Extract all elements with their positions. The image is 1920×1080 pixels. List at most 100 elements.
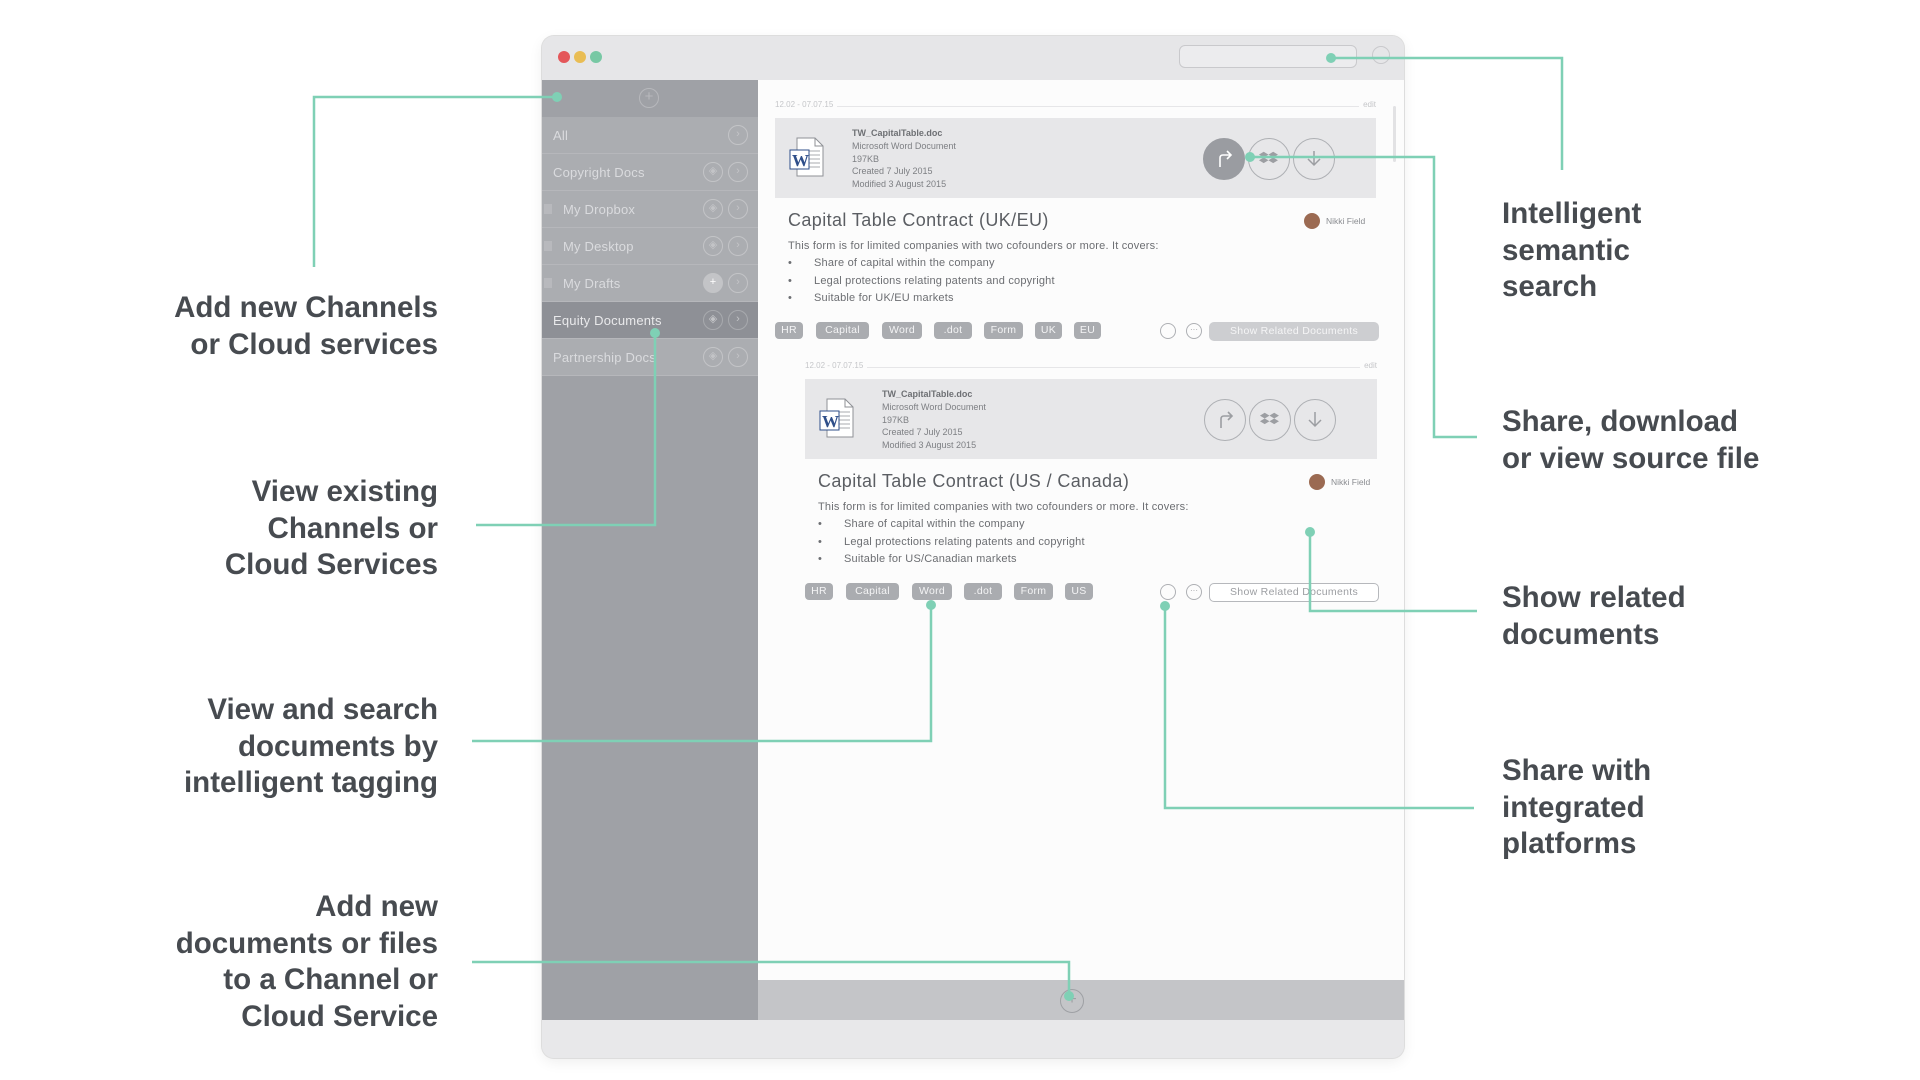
date-range: 12.02 - 07.07.15 bbox=[805, 361, 868, 370]
titlebar-circle-button[interactable] bbox=[1372, 46, 1390, 64]
download-button[interactable] bbox=[1294, 399, 1336, 441]
sidebar-item-all[interactable]: All › bbox=[542, 117, 758, 154]
document-title[interactable]: Capital Table Contract (US / Canada) bbox=[818, 471, 1130, 491]
file-created: Created 7 July 2015 bbox=[852, 166, 933, 177]
svg-text:W: W bbox=[792, 151, 809, 170]
dropbox-circle-icon[interactable]: ◈ bbox=[703, 236, 723, 256]
dropbox-circle-icon[interactable]: ◈ bbox=[703, 199, 723, 219]
show-related-documents-button[interactable]: Show Related Documents bbox=[1209, 322, 1379, 341]
file-info: TW_CapitalTable.doc Microsoft Word Docum… bbox=[882, 388, 986, 452]
show-related-documents-button[interactable]: Show Related Documents bbox=[1209, 583, 1379, 602]
dropbox-circle-icon[interactable]: ◈ bbox=[703, 162, 723, 182]
callout-integrated: Share with integrated platforms bbox=[1502, 754, 1652, 860]
sub-item-marker bbox=[544, 204, 552, 214]
tag-uk[interactable]: UK bbox=[1035, 322, 1062, 339]
arrow-circle-icon[interactable]: › bbox=[728, 199, 748, 219]
word-document-icon: W bbox=[819, 398, 854, 438]
arrow-circle-icon[interactable]: › bbox=[728, 236, 748, 256]
tag-form[interactable]: Form bbox=[984, 322, 1023, 339]
zoom-dot[interactable] bbox=[590, 51, 602, 63]
sidebar-item-copyright-docs[interactable]: Copyright Docs ◈ › bbox=[542, 154, 758, 191]
connector-add-channels bbox=[312, 95, 557, 267]
sidebar-header: + bbox=[542, 80, 758, 115]
close-dot[interactable] bbox=[558, 51, 570, 63]
title-bar bbox=[542, 36, 1404, 80]
document-bullets: Share of capital within the company Lega… bbox=[818, 516, 1085, 569]
sidebar-item-partnership-docs[interactable]: Partnership Docs ◈ › bbox=[542, 339, 758, 376]
tag-form[interactable]: Form bbox=[1014, 583, 1053, 600]
share-button[interactable] bbox=[1204, 399, 1246, 441]
sidebar-item-label: All bbox=[553, 128, 569, 143]
file-size: 197KB bbox=[852, 153, 880, 164]
file-modified: Modified 3 August 2015 bbox=[882, 440, 977, 451]
dropbox-button[interactable] bbox=[1249, 399, 1291, 441]
document-bullets: Share of capital within the company Lega… bbox=[788, 255, 1055, 308]
app-window: + All › Copyright Docs ◈ › My Dropbox ◈ … bbox=[542, 36, 1404, 1058]
share-button[interactable] bbox=[1203, 138, 1245, 180]
tag-us[interactable]: US bbox=[1065, 583, 1093, 600]
author-name: Nikki Field bbox=[1326, 216, 1366, 226]
tag-capital[interactable]: Capital bbox=[816, 322, 869, 339]
tag-eu[interactable]: EU bbox=[1074, 322, 1101, 339]
sidebar-item-equity-documents[interactable]: Equity Documents ◈ › bbox=[542, 302, 758, 339]
edit-link[interactable]: edit bbox=[1359, 100, 1376, 109]
tag-hr[interactable]: HR bbox=[775, 322, 803, 339]
sidebar-item-label: Equity Documents bbox=[553, 313, 662, 328]
search-input[interactable] bbox=[1179, 45, 1357, 68]
date-range: 12.02 - 07.07.15 bbox=[775, 100, 838, 109]
bullet-item: Legal protections relating patents and c… bbox=[818, 534, 1085, 552]
dropbox-icon bbox=[1258, 151, 1278, 164]
file-modified: Modified 3 August 2015 bbox=[852, 179, 947, 190]
author-name: Nikki Field bbox=[1331, 477, 1371, 487]
file-info: TW_CapitalTable.doc Microsoft Word Docum… bbox=[852, 127, 956, 191]
dropbox-button[interactable] bbox=[1248, 138, 1290, 180]
callout-semantic-search: Intelligent semantic search bbox=[1502, 197, 1642, 303]
add-channel-button[interactable]: + bbox=[639, 88, 659, 108]
file-name: TW_CapitalTable.doc bbox=[882, 389, 973, 399]
arrow-circle-icon[interactable]: › bbox=[728, 125, 748, 145]
download-button[interactable] bbox=[1293, 138, 1335, 180]
callout-add-channels: Add new Channels or Cloud services bbox=[174, 291, 438, 361]
tag-capital[interactable]: Capital bbox=[846, 583, 899, 600]
share-platform-icon[interactable] bbox=[1160, 584, 1176, 600]
file-panel: W TW_CapitalTable.doc Microsoft Word Doc… bbox=[775, 118, 1376, 198]
document-card[interactable]: 12.02 - 07.07.15 edit W TW_CapitalTable.… bbox=[775, 100, 1379, 350]
bullet-item: Share of capital within the company bbox=[818, 516, 1085, 534]
document-card[interactable]: 12.02 - 07.07.15 edit W TW_CapitalTable.… bbox=[805, 361, 1379, 611]
dropbox-circle-icon[interactable]: ◈ bbox=[703, 347, 723, 367]
sidebar-item-my-dropbox[interactable]: My Dropbox ◈ › bbox=[542, 191, 758, 228]
minimize-dot[interactable] bbox=[574, 51, 586, 63]
sidebar-item-label: My Desktop bbox=[563, 239, 634, 254]
date-line: 12.02 - 07.07.15 edit bbox=[805, 361, 1377, 373]
sidebar-item-my-drafts[interactable]: My Drafts + › bbox=[542, 265, 758, 302]
arrow-circle-icon[interactable]: › bbox=[728, 347, 748, 367]
arrow-circle-icon[interactable]: › bbox=[728, 310, 748, 330]
scrollbar[interactable] bbox=[1393, 106, 1396, 162]
share-platform-icon[interactable] bbox=[1160, 323, 1176, 339]
tag-word[interactable]: Word bbox=[882, 322, 922, 339]
document-list: 12.02 - 07.07.15 edit W TW_CapitalTable.… bbox=[758, 80, 1404, 1020]
sidebar-item-my-desktop[interactable]: My Desktop ◈ › bbox=[542, 228, 758, 265]
author: Nikki Field bbox=[1304, 213, 1374, 229]
document-description: This form is for limited companies with … bbox=[818, 501, 1189, 513]
more-icon[interactable]: ··· bbox=[1186, 584, 1202, 600]
svg-text:W: W bbox=[822, 412, 839, 431]
word-document-icon: W bbox=[789, 137, 824, 177]
callout-view-channels: View existing Channels or Cloud Services bbox=[224, 475, 438, 581]
arrow-circle-icon[interactable]: › bbox=[728, 273, 748, 293]
plus-circle-icon[interactable]: + bbox=[703, 273, 723, 293]
share-arrow-icon bbox=[1220, 411, 1234, 428]
arrow-circle-icon[interactable]: › bbox=[728, 162, 748, 182]
tag-dot[interactable]: .dot bbox=[934, 322, 972, 339]
document-title[interactable]: Capital Table Contract (UK/EU) bbox=[788, 210, 1049, 230]
share-arrow-icon bbox=[1219, 150, 1233, 167]
bullet-item: Legal protections relating patents and c… bbox=[788, 273, 1055, 291]
edit-link[interactable]: edit bbox=[1360, 361, 1377, 370]
dropbox-circle-icon[interactable]: ◈ bbox=[703, 310, 723, 330]
more-icon[interactable]: ··· bbox=[1186, 323, 1202, 339]
file-size: 197KB bbox=[882, 414, 910, 425]
tag-hr[interactable]: HR bbox=[805, 583, 833, 600]
add-document-button[interactable]: + bbox=[1060, 989, 1084, 1013]
tag-dot[interactable]: .dot bbox=[964, 583, 1002, 600]
tag-word[interactable]: Word bbox=[912, 583, 952, 600]
